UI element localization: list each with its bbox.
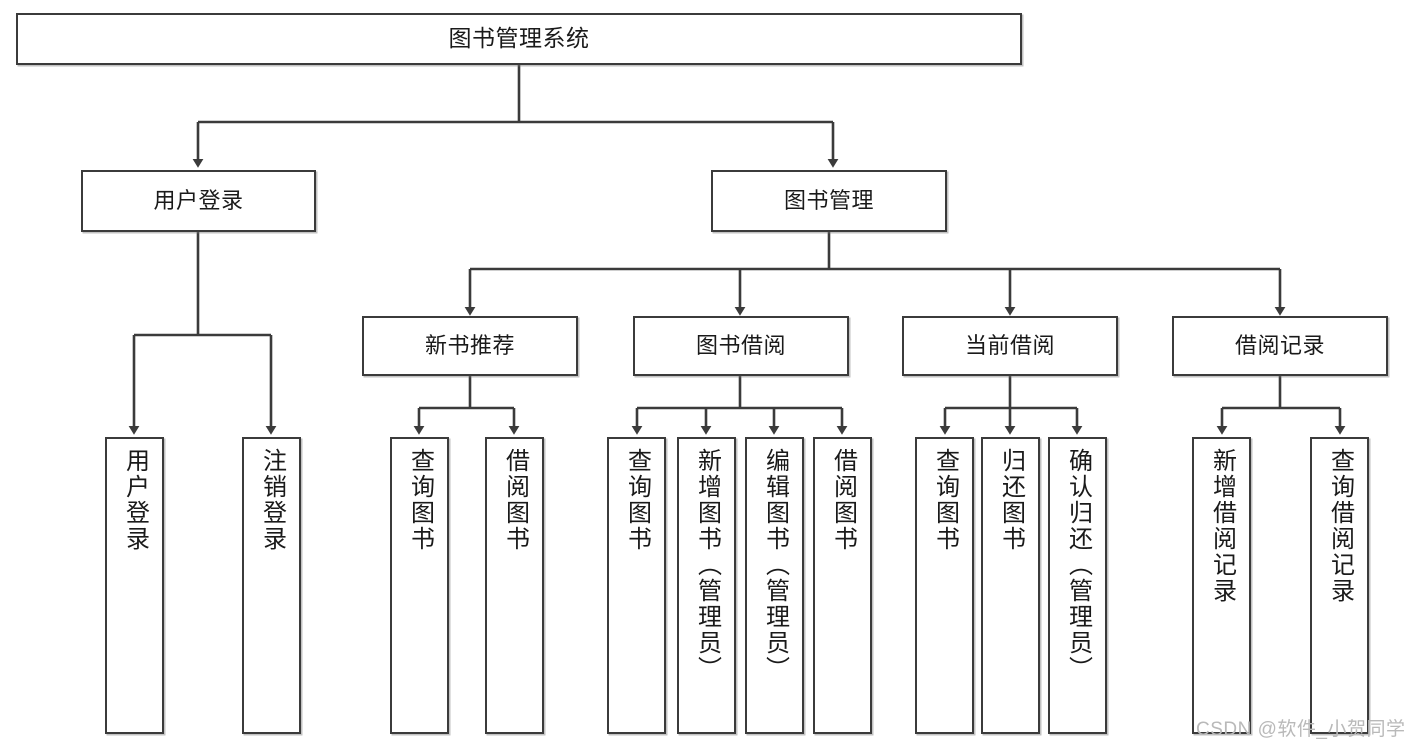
leaf-borrow-record-add[interactable]: 新增借阅记录 (1192, 437, 1251, 734)
leaf-new-book-query[interactable]: 查询图书 (390, 437, 449, 734)
leaf-user-login-signout[interactable]: 注销登录 (242, 437, 301, 734)
node-book-management[interactable]: 图书管理 (711, 170, 947, 232)
leaf-borrow-record-query[interactable]: 查询借阅记录 (1310, 437, 1369, 734)
node-current-borrow-label: 当前借阅 (964, 333, 1055, 359)
leaf-borrow-record-add-label: 新增借阅记录 (1208, 448, 1236, 604)
leaf-user-login-signin-label: 用户登录 (121, 448, 149, 552)
leaf-current-borrow-return-label: 归还图书 (997, 448, 1025, 552)
node-book-borrow[interactable]: 图书借阅 (633, 316, 849, 376)
node-root-label: 图书管理系统 (448, 25, 590, 52)
node-new-book-recommend-label: 新书推荐 (424, 333, 515, 359)
leaf-borrow-record-query-label: 查询借阅记录 (1326, 448, 1354, 604)
leaf-new-book-query-label: 查询图书 (406, 448, 434, 552)
node-borrow-record[interactable]: 借阅记录 (1172, 316, 1388, 376)
leaf-current-borrow-return[interactable]: 归还图书 (981, 437, 1040, 734)
node-root[interactable]: 图书管理系统 (16, 13, 1022, 65)
leaf-new-book-borrow-label: 借阅图书 (501, 448, 529, 552)
node-borrow-record-label: 借阅记录 (1234, 333, 1325, 359)
node-current-borrow[interactable]: 当前借阅 (902, 316, 1118, 376)
node-new-book-recommend[interactable]: 新书推荐 (362, 316, 578, 376)
leaf-book-borrow-edit[interactable]: 编辑图书（管理员） (745, 437, 804, 734)
leaf-current-borrow-query[interactable]: 查询图书 (915, 437, 974, 734)
node-book-borrow-label: 图书借阅 (695, 333, 786, 359)
leaf-user-login-signout-label: 注销登录 (258, 448, 286, 552)
node-user-login[interactable]: 用户登录 (81, 170, 316, 232)
leaf-book-borrow-borrow-label: 借阅图书 (829, 448, 857, 552)
leaf-new-book-borrow[interactable]: 借阅图书 (485, 437, 544, 734)
leaf-book-borrow-edit-label: 编辑图书（管理员） (761, 448, 789, 682)
node-book-management-label: 图书管理 (783, 188, 874, 214)
leaf-book-borrow-add-label: 新增图书（管理员） (693, 448, 721, 682)
leaf-current-borrow-confirm[interactable]: 确认归还（管理员） (1048, 437, 1107, 734)
leaf-user-login-signin[interactable]: 用户登录 (105, 437, 164, 734)
leaf-book-borrow-add[interactable]: 新增图书（管理员） (677, 437, 736, 734)
node-user-login-label: 用户登录 (153, 188, 244, 214)
leaf-book-borrow-query[interactable]: 查询图书 (607, 437, 666, 734)
leaf-book-borrow-borrow[interactable]: 借阅图书 (813, 437, 872, 734)
leaf-book-borrow-query-label: 查询图书 (623, 448, 651, 552)
leaf-current-borrow-query-label: 查询图书 (931, 448, 959, 552)
leaf-current-borrow-confirm-label: 确认归还（管理员） (1064, 448, 1092, 682)
watermark: CSDN @软件_小贺同学 (1196, 719, 1405, 740)
